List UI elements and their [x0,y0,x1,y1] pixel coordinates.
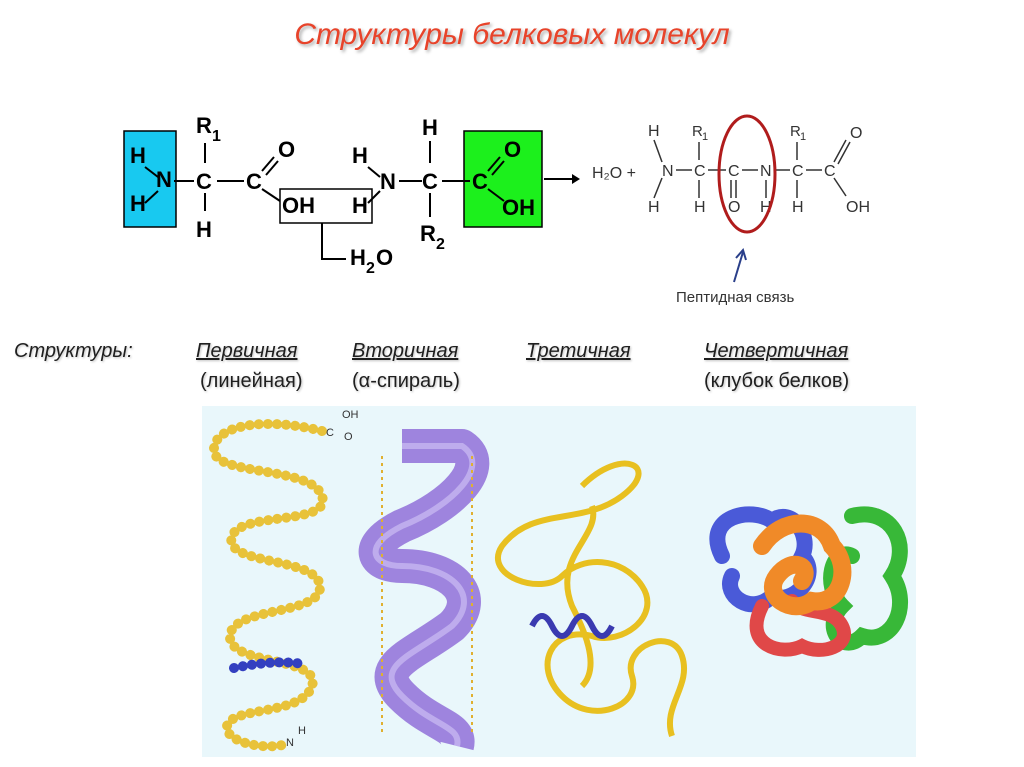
tertiary-structure-label: Третичная [526,340,631,362]
svg-text:R: R [692,123,703,140]
svg-text:N: N [286,737,294,749]
svg-text:H: H [298,725,306,737]
r2-group: R [420,221,436,246]
svg-text:R: R [790,123,801,140]
water-h: H [350,245,366,270]
quaternary-structure-label: Четвертичная [704,340,849,362]
svg-text:C: C [728,163,740,180]
quaternary-structure-sub: (клубок белков) [704,370,850,392]
primary-blue-segment [229,657,307,673]
quaternary-globule [709,506,909,657]
svg-text:O: O [728,199,740,216]
amino-n-2: N [380,169,396,194]
carboxyl-oh: OH [502,195,535,220]
amino-h-3: H [352,143,368,168]
svg-text:O: O [376,245,393,270]
svg-text:N: N [662,163,674,180]
r1-group: R [196,113,212,138]
amino-n-1: N [156,167,172,192]
carboxyl-carbon: C [472,169,488,194]
svg-text:C: C [694,163,706,180]
svg-text:N: N [760,163,772,180]
alpha-h-2: H [422,115,438,140]
structures-label: Структуры: [14,340,133,362]
svg-text:H: H [648,123,660,140]
secondary-structure-sub: (α-спираль) [352,370,460,392]
condensation-reaction-diagram: H H N C R 1 H C O OH H H N C H R 2 C O O… [123,113,580,277]
svg-text:O: O [850,125,862,142]
svg-text:2: 2 [436,236,445,253]
svg-text:C: C [792,163,804,180]
alpha-h-1: H [196,217,212,242]
alpha-carbon-1: C [196,169,212,194]
svg-text:C: C [824,163,836,180]
svg-text:H: H [760,199,772,216]
amino-group-box [123,130,177,228]
tertiary-helix-segment [529,613,615,639]
carboxyl-o: O [504,137,521,162]
reaction-arrow-icon [572,174,580,184]
alpha-carbon-2: C [422,169,438,194]
secondary-structure-label: Вторичная [352,340,459,362]
pointer-arrow-icon [735,247,747,261]
svg-text:OH: OH [342,409,359,421]
svg-text:2: 2 [366,260,375,277]
svg-text:H: H [694,199,706,216]
primary-structure-label: Первичная [196,340,298,362]
tertiary-ribbon [495,460,687,737]
amino-h-bottom: H [130,191,146,216]
primary-bead-chain [209,418,328,752]
water-plus: H₂O + [592,165,636,182]
carboxyl-group-box [463,130,543,228]
primary-structure-sub: (линейная) [200,370,303,392]
dipeptide-diagram: H₂O + H H N C R 1 H C O N H C R 1 H C O … [592,114,870,306]
page-title: Структуры белковых молекул [294,18,730,51]
svg-text:1: 1 [212,128,221,145]
peptide-bond-label: Пептидная связь [676,289,794,306]
peptide-bond-circle [717,114,777,234]
water-removal-box [279,188,373,224]
svg-text:1: 1 [800,131,806,143]
svg-text:1: 1 [702,131,708,143]
svg-text:C: C [326,427,334,439]
carbonyl-o-1: O [278,137,295,162]
svg-text:OH: OH [846,199,870,216]
amino-h-2: H [352,193,368,218]
svg-text:H: H [648,199,660,216]
alpha-helix [358,429,490,751]
svg-text:H: H [792,199,804,216]
svg-text:O: O [344,431,353,443]
amino-h-top: H [130,143,146,168]
carbonyl-carbon-1: C [246,169,262,194]
protein-structures-illustration: C OH O N H [202,406,916,757]
hydroxyl-1: OH [282,193,315,218]
